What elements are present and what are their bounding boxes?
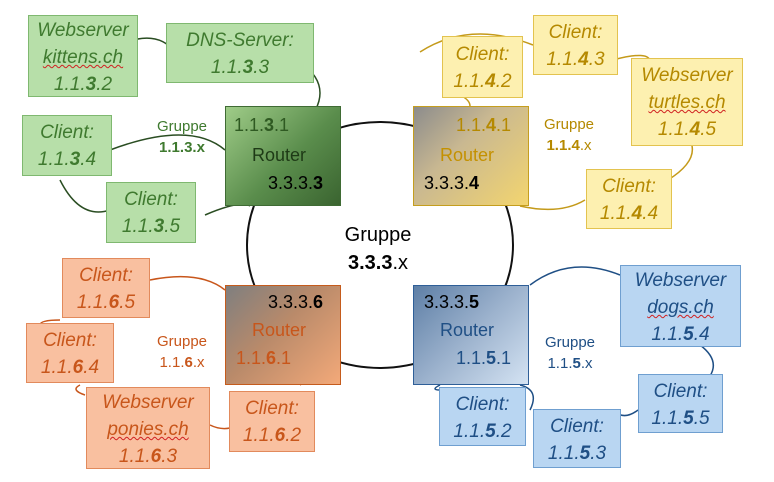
node-ip: 1.1.3.3 [210, 57, 270, 78]
node-ip: 1.1.3.5 [121, 216, 181, 237]
node-ip: 1.1.6.2 [242, 425, 302, 446]
backbone-subnet-suffix: .x [392, 252, 409, 274]
node-ip: 1.1.6.4 [40, 357, 100, 378]
backbone-group-label: Gruppe 3.3.3.x [318, 221, 438, 277]
node-title: Client: [455, 44, 510, 65]
node-hostname: turtles.ch [648, 92, 726, 113]
node-title: DNS-Server: [186, 30, 294, 51]
webserver-ponies-node: Webserver ponies.ch 1.1.6.3 [86, 387, 210, 469]
backbone-ring [246, 121, 514, 369]
node-title: Client: [245, 398, 299, 419]
router-inner-ip: 1.1.4.1 [456, 115, 512, 135]
ring-group-3 [59, 37, 321, 216]
client-node: Client: 1.1.6.4 [26, 323, 114, 383]
node-hostname: kittens.ch [42, 47, 124, 68]
router-outer-ip: 3.3.3.5 [424, 292, 480, 312]
router-group-4: 1.1.4.1 Router 3.3.3.4 [413, 106, 529, 206]
router-group-5: 3.3.3.5 Router 1.1.5.1 [413, 285, 529, 385]
client-node: Client: 1.1.3.5 [106, 182, 196, 243]
router-name: Router [440, 145, 495, 165]
group-label: Gruppe 1.1.5.x [544, 334, 596, 372]
node-title: Client: [455, 394, 510, 415]
node-hostname: ponies.ch [107, 419, 189, 440]
node-title: Client: [124, 189, 178, 210]
dns-server-node: DNS-Server: 1.1.3.3 [166, 23, 314, 83]
node-title: Webserver [37, 20, 129, 41]
client-node: Client: 1.1.6.5 [62, 258, 150, 318]
node-ip: 1.1.4.5 [657, 119, 717, 140]
node-title: Client: [548, 22, 603, 43]
client-node: Client: 1.1.4.3 [533, 15, 618, 75]
router-outer-ip: 3.3.3.3 [268, 173, 324, 193]
node-ip: 1.1.5.2 [453, 421, 512, 442]
router-name: Router [440, 320, 495, 340]
node-title: Client: [40, 122, 94, 143]
node-ip: 1.1.5.3 [547, 443, 607, 464]
router-inner-ip: 1.1.3.1 [234, 115, 290, 135]
client-node: Client: 1.1.4.4 [586, 169, 672, 229]
node-ip: 1.1.3.4 [37, 149, 97, 170]
node-ip: 1.1.6.5 [76, 292, 136, 313]
node-title: Webserver [634, 270, 727, 291]
node-title: Client: [43, 330, 97, 351]
backbone-subnet-prefix: 3.3.3 [347, 252, 393, 274]
router-inner-ip: 1.1.6.1 [236, 348, 292, 368]
webserver-dogs-node: Webserver dogs.ch 1.1.5.4 [620, 265, 741, 347]
node-title: Client: [79, 265, 133, 286]
group-label: Gruppe 1.1.6.x [156, 333, 208, 371]
router-name: Router [252, 320, 307, 340]
node-ip: 1.1.4.3 [546, 49, 605, 70]
webserver-kittens-node: Webserver kittens.ch 1.1.3.2 [28, 15, 138, 97]
node-hostname: dogs.ch [647, 297, 714, 318]
node-title: Client: [602, 176, 656, 197]
node-ip: 1.1.5.5 [651, 408, 710, 429]
node-ip: 1.1.6.3 [118, 446, 178, 467]
router-group-6: 3.3.3.6 Router 1.1.6.1 [225, 285, 341, 385]
node-title: Client: [653, 381, 708, 402]
node-ip: 1.1.4.2 [453, 71, 512, 92]
node-ip: 1.1.4.4 [599, 203, 659, 224]
backbone-label-word: Gruppe [344, 224, 412, 246]
client-node: Client: 1.1.6.2 [229, 391, 315, 452]
router-outer-ip: 3.3.3.4 [424, 173, 480, 193]
client-node: Client: 1.1.4.2 [442, 36, 523, 98]
node-title: Webserver [102, 392, 194, 413]
node-title: Client: [550, 416, 604, 437]
ring-group-5 [434, 266, 715, 417]
client-node: Client: 1.1.5.3 [533, 409, 621, 468]
router-outer-ip: 3.3.3.6 [268, 292, 324, 312]
webserver-turtles-node: Webserver turtles.ch 1.1.4.5 [631, 58, 743, 146]
client-node: Client: 1.1.5.2 [439, 387, 526, 446]
node-ip: 1.1.3.2 [53, 74, 113, 95]
client-node: Client: 1.1.3.4 [22, 115, 112, 176]
client-node: Client: 1.1.5.5 [638, 374, 723, 433]
node-title: Webserver [641, 65, 733, 86]
router-inner-ip: 1.1.5.1 [456, 348, 512, 368]
router-name: Router [252, 145, 307, 165]
router-group-3: 1.1.3.1 Router 3.3.3.3 [225, 106, 341, 206]
group-label: Gruppe 1.1.4.x [543, 116, 595, 154]
node-ip: 1.1.5.4 [651, 324, 710, 345]
ring-group-6 [39, 275, 317, 430]
group-label: Gruppe 1.1.3.x [156, 118, 208, 156]
ring-group-4 [419, 33, 694, 211]
